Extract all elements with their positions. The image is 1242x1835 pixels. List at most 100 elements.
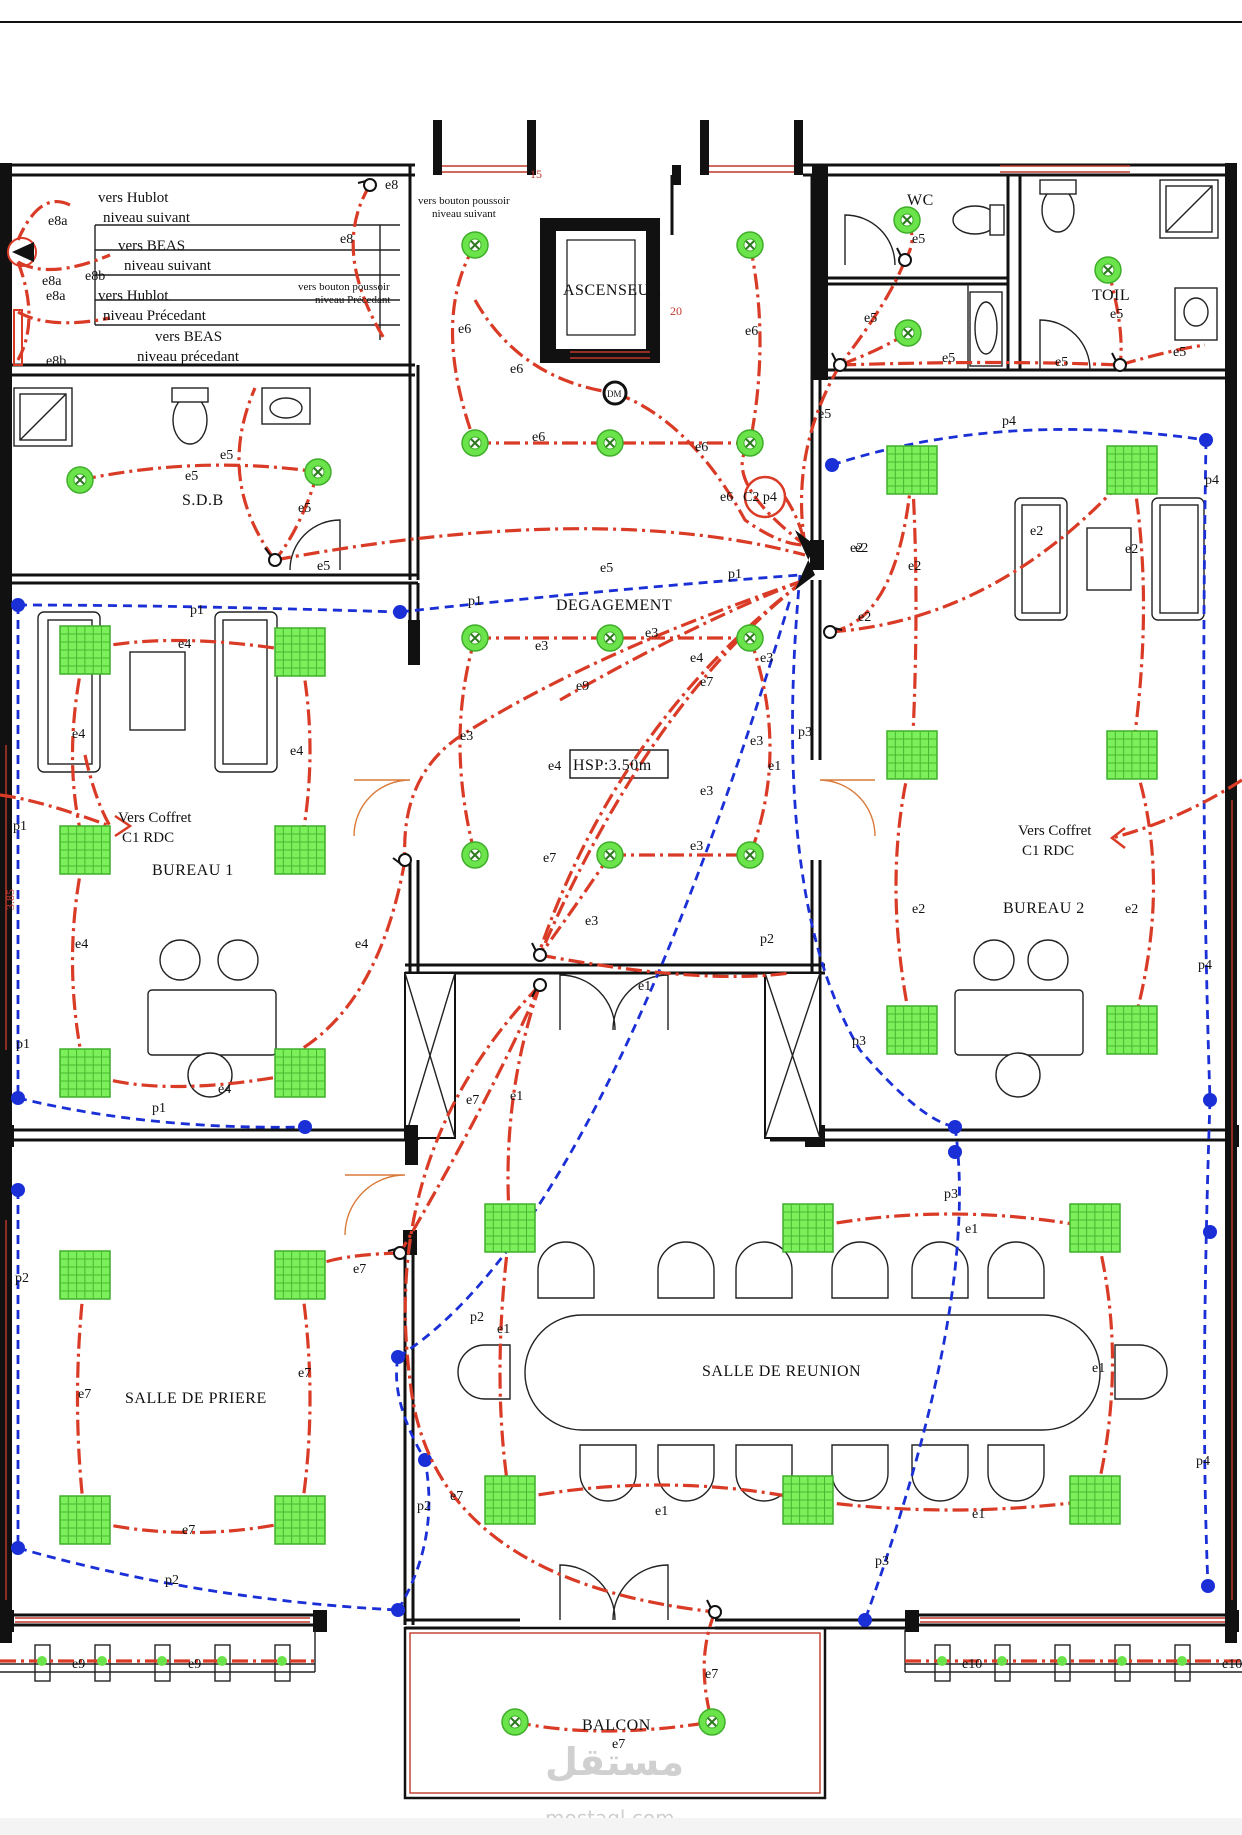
note: niveau précedant	[137, 349, 240, 365]
svg-text:e7: e7	[705, 1667, 718, 1682]
svg-text:e5: e5	[818, 407, 831, 422]
outlet-icon	[1203, 1225, 1217, 1239]
svg-text:p2: p2	[760, 932, 774, 947]
svg-text:e6: e6	[458, 322, 471, 337]
panel-light-icon	[274, 825, 326, 875]
switches	[114, 178, 1127, 1619]
svg-text:e4: e4	[690, 651, 703, 666]
panel-light-icon	[1106, 1005, 1158, 1055]
panel-light-icon	[59, 1495, 111, 1545]
panel-light-icon	[274, 627, 326, 677]
svg-text:e3: e3	[645, 626, 658, 641]
ceiling-light-icon	[894, 319, 922, 347]
panel-light-icon	[886, 1005, 938, 1055]
ceiling-light-icon	[698, 1708, 726, 1736]
svg-text:e10: e10	[962, 1657, 982, 1672]
dim-label: 3.85	[3, 889, 17, 910]
ceiling-light-icon	[1094, 256, 1122, 284]
svg-text:e1: e1	[768, 759, 781, 774]
panel-light-icon	[274, 1048, 326, 1098]
svg-text:p3: p3	[852, 1034, 866, 1049]
svg-text:e8b: e8b	[46, 354, 66, 369]
svg-text:e4: e4	[75, 937, 88, 952]
switch-icon	[392, 853, 412, 867]
svg-text:e5: e5	[912, 232, 925, 247]
note: vers BEAS	[155, 329, 222, 345]
ceiling-lights	[37, 206, 1187, 1736]
annotations: vers Hublot niveau suivant vers BEAS niv…	[3, 167, 1092, 910]
panel-light-icon	[59, 625, 111, 675]
svg-text:e5: e5	[942, 351, 955, 366]
outlet-icon	[1199, 433, 1213, 447]
svg-text:e7: e7	[700, 675, 713, 690]
svg-text:e2: e2	[850, 541, 863, 556]
svg-text:e7: e7	[182, 1523, 195, 1538]
svg-text:p1: p1	[16, 1037, 30, 1052]
svg-text:p2: p2	[15, 1271, 29, 1286]
room-labels: ASCENSEUR WC TOIL S.D.B DEGAGEMENT HSP:3…	[125, 192, 1130, 1734]
svg-text:e8a: e8a	[48, 214, 68, 229]
switch-icon	[1111, 352, 1127, 372]
note: Vers Coffret	[1018, 823, 1092, 839]
dim-label: 15	[530, 167, 542, 181]
svg-text:e9: e9	[576, 679, 589, 694]
switch-icon	[531, 942, 547, 962]
svg-text:e4: e4	[290, 744, 303, 759]
outlet-icon	[1201, 1579, 1215, 1593]
panel-light-icon	[274, 1250, 326, 1300]
reunion-chairs-bottom	[579, 1444, 1045, 1502]
svg-text:e2: e2	[908, 559, 921, 574]
panel-light-icon	[484, 1475, 536, 1525]
svg-text:p2: p2	[470, 1310, 484, 1325]
outlet-icon	[948, 1145, 962, 1159]
svg-text:p4: p4	[1205, 473, 1219, 488]
svg-text:e2: e2	[1125, 902, 1138, 917]
svg-text:e10: e10	[1222, 1657, 1242, 1672]
note: C1 RDC	[1022, 843, 1074, 859]
svg-text:e1: e1	[655, 1504, 668, 1519]
svg-text:e6: e6	[532, 430, 545, 445]
svg-text:e7: e7	[298, 1366, 311, 1381]
ceiling-light-icon	[461, 429, 489, 457]
svg-text:e1: e1	[638, 979, 651, 994]
svg-text:e3: e3	[690, 839, 703, 854]
outlet-icon	[948, 1120, 962, 1134]
room-bureau1: BUREAU 1	[152, 862, 234, 879]
note: niveau suivant	[124, 258, 212, 274]
svg-text:e2: e2	[1030, 524, 1043, 539]
panel-light-icon	[274, 1495, 326, 1545]
svg-text:e6: e6	[510, 362, 523, 377]
outlet-icon	[391, 1350, 405, 1364]
room-salle-priere: SALLE DE PRIERE	[125, 1390, 267, 1407]
ceiling-light-icon	[461, 231, 489, 259]
svg-text:e1: e1	[497, 1322, 510, 1337]
outlet-icon	[1203, 1093, 1217, 1107]
panel-light-icon	[1069, 1203, 1121, 1253]
svg-text:e6: e6	[695, 440, 708, 455]
svg-text:e4: e4	[355, 937, 368, 952]
svg-text:e3: e3	[535, 639, 548, 654]
svg-text:e1: e1	[1092, 1361, 1105, 1376]
svg-text:p2: p2	[165, 1573, 179, 1588]
panel-light-icon	[886, 445, 938, 495]
svg-text:e8: e8	[385, 178, 398, 193]
svg-text:p4: p4	[1002, 414, 1016, 429]
staircase	[7, 224, 400, 366]
svg-text:e1: e1	[972, 1507, 985, 1522]
svg-text:e5: e5	[1055, 355, 1068, 370]
svg-text:e7: e7	[612, 1737, 625, 1752]
outlet-icon	[391, 1603, 405, 1617]
ceiling-light-icon	[596, 429, 624, 457]
ceiling-light-icon	[736, 231, 764, 259]
svg-text:p2: p2	[417, 1499, 431, 1514]
svg-text:p1: p1	[468, 594, 482, 609]
exterior-window-modules	[34, 1644, 1191, 1682]
note: vers BEAS	[118, 238, 185, 254]
svg-text:e4: e4	[218, 1082, 231, 1097]
switch-icon	[264, 547, 282, 567]
svg-text:e7: e7	[543, 851, 556, 866]
ceiling-light-icon	[66, 466, 94, 494]
outlet-icon	[11, 1183, 25, 1197]
switch-icon	[831, 352, 847, 372]
